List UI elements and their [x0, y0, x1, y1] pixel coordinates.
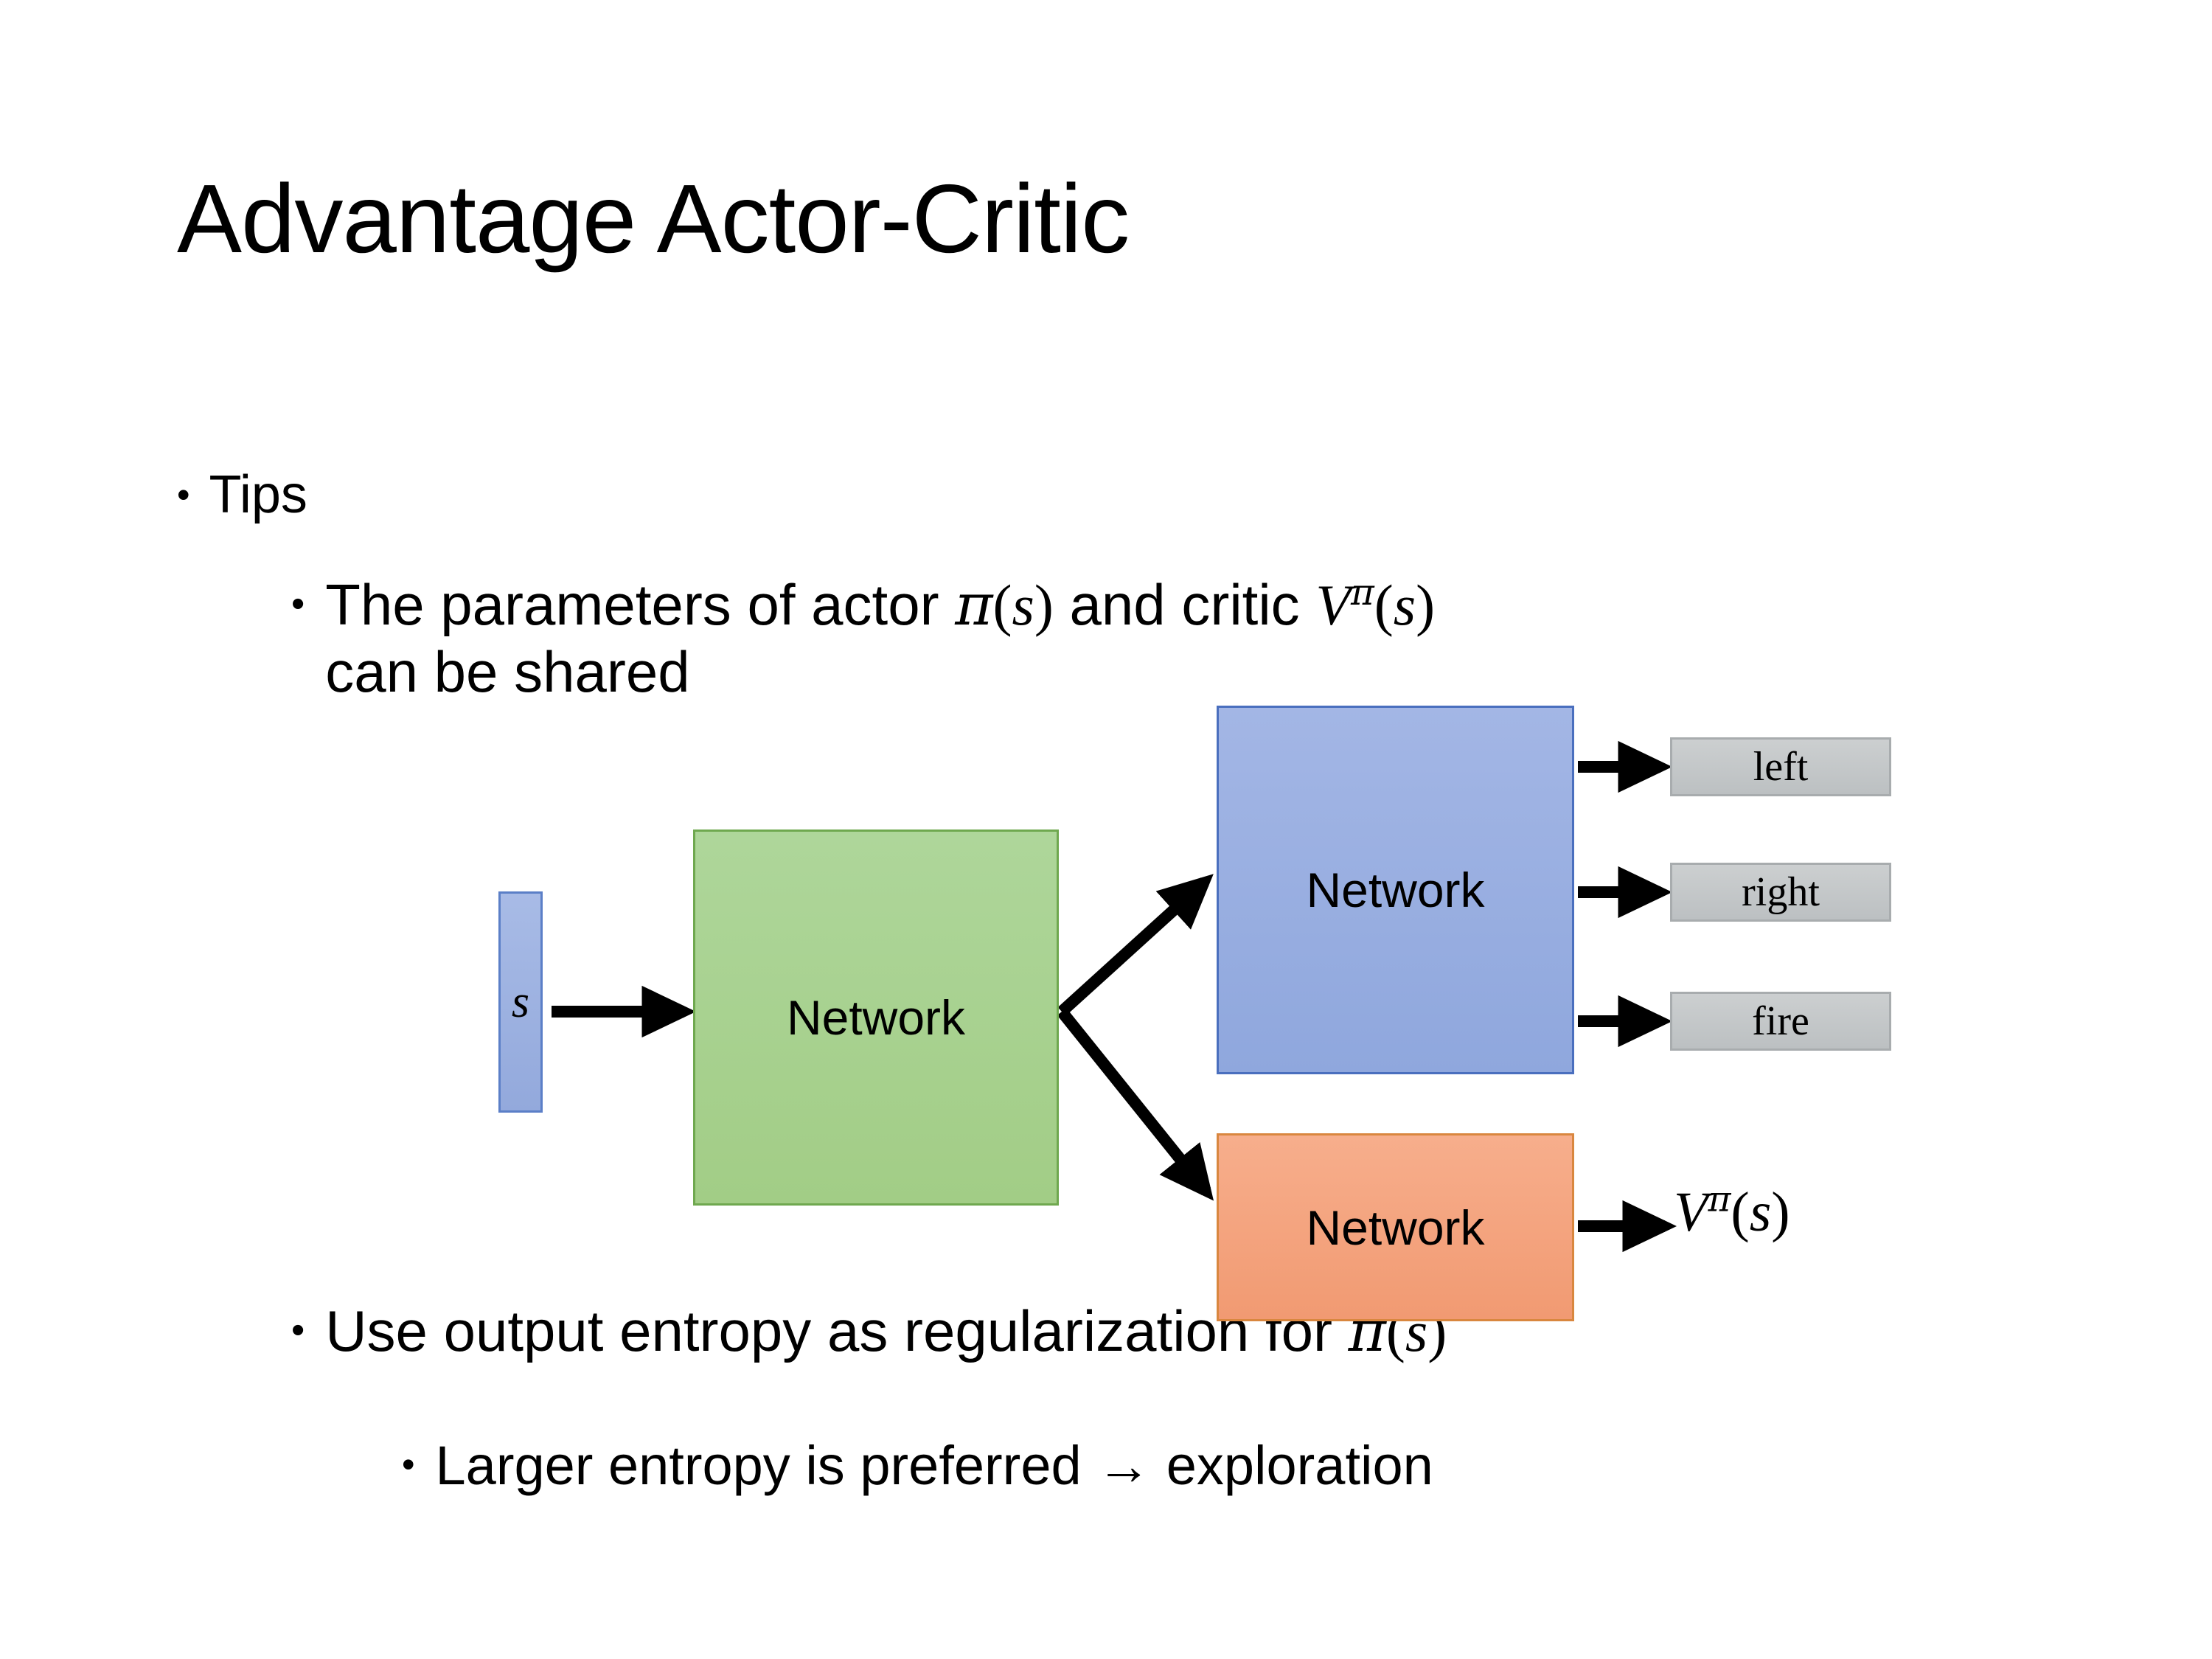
arrow-shared-to-actor: [1057, 874, 1214, 1016]
value-symbol: V: [1674, 1181, 1708, 1243]
paren-close: ): [1771, 1181, 1790, 1243]
shared-params-middle: and critic: [1053, 572, 1316, 637]
bullet-larger-entropy: • Larger entropy is preferred → explorat…: [402, 1434, 1433, 1497]
actor-network-box: Network: [1217, 706, 1574, 1074]
bullet-dot-icon: •: [177, 474, 190, 515]
entropy-prefix: Use output entropy as regularization for: [325, 1298, 1349, 1363]
bullet-larger-entropy-label: Larger entropy is preferred → exploratio…: [435, 1435, 1433, 1496]
page-title: Advantage Actor-Critic: [177, 164, 1130, 273]
paren-open: (: [1731, 1181, 1750, 1243]
action-label-fire: fire: [1752, 998, 1809, 1044]
actor-network-label: Network: [1306, 863, 1485, 917]
shared-network-label: Network: [786, 990, 966, 1045]
action-label-right: right: [1742, 869, 1820, 915]
bullet-dot-icon: •: [291, 582, 305, 625]
state-symbol: s: [1749, 1181, 1772, 1243]
paren-open: (: [992, 573, 1012, 637]
critic-output-label: Vπ(s): [1674, 1180, 1790, 1245]
value-superscript-pi: π: [1350, 572, 1374, 613]
paren-open: (: [1374, 573, 1394, 637]
action-box-right: right: [1670, 863, 1891, 922]
shared-params-line2: can be shared: [325, 639, 690, 704]
state-input-label: s: [511, 976, 530, 1027]
value-symbol: V: [1315, 573, 1351, 637]
action-box-fire: fire: [1670, 992, 1891, 1051]
bullet-shared-parameters-text: The parameters of actor π(s) and critic …: [325, 571, 1435, 706]
action-box-left: left: [1670, 737, 1891, 796]
bullet-shared-parameters: • The parameters of actor π(s) and criti…: [291, 571, 2076, 706]
state-symbol: s: [1393, 573, 1416, 637]
shared-network-box: Network: [693, 830, 1059, 1206]
value-superscript-pi: π: [1708, 1179, 1731, 1220]
action-label-left: left: [1753, 744, 1809, 790]
state-input-box: s: [498, 891, 543, 1113]
state-symbol: s: [1012, 573, 1034, 637]
arrow-shared-to-critic: [1057, 1007, 1214, 1201]
paren-close: ): [1416, 573, 1436, 637]
pi-symbol: π: [955, 572, 993, 639]
bullet-dot-icon: •: [402, 1444, 415, 1485]
shared-params-prefix: The parameters of actor: [325, 572, 956, 637]
critic-network-label: Network: [1306, 1200, 1485, 1255]
paren-close: ): [1034, 573, 1054, 637]
bullet-tips-label: Tips: [209, 465, 307, 524]
bullet-tips: • Tips: [177, 465, 307, 525]
bullet-dot-icon: •: [291, 1309, 305, 1352]
critic-network-box: Network: [1217, 1133, 1574, 1321]
